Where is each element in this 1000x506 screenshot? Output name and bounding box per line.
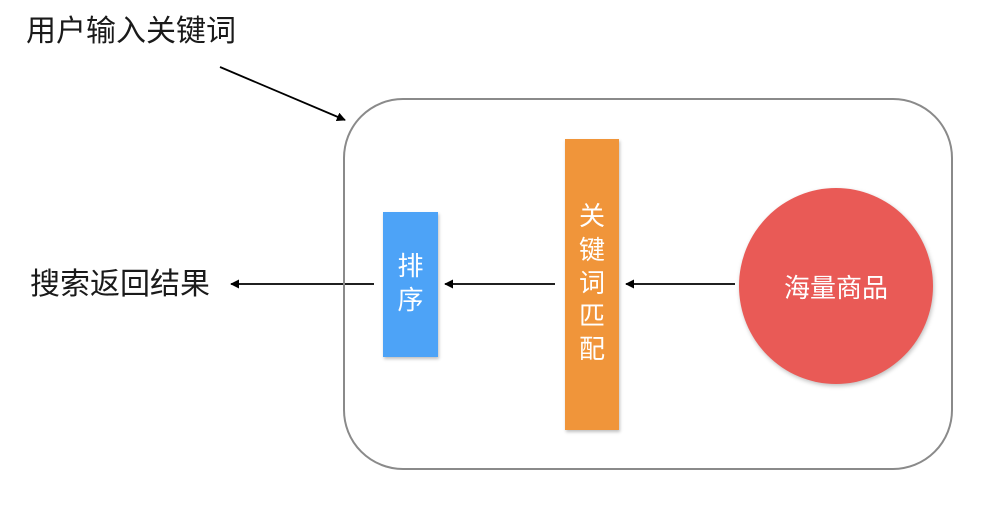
- sort-block: 排 序: [383, 212, 438, 357]
- search-system-box: [343, 98, 953, 470]
- products-circle: 海量商品: [739, 188, 933, 384]
- match-char: 词: [578, 268, 605, 299]
- input-label: 用户输入关键词: [26, 14, 236, 49]
- match-char: 关: [578, 202, 605, 233]
- products-label: 海量商品: [783, 273, 888, 304]
- match-char: 键: [578, 235, 605, 266]
- match-char: 匹: [578, 302, 605, 333]
- sort-char: 序: [397, 285, 424, 316]
- input-arrow: [219, 66, 346, 121]
- match-char: 配: [578, 335, 605, 366]
- keyword-match-block: 关 键 词 匹 配: [565, 139, 619, 430]
- sort-char: 排: [397, 252, 424, 283]
- output-label: 搜索返回结果: [30, 267, 210, 302]
